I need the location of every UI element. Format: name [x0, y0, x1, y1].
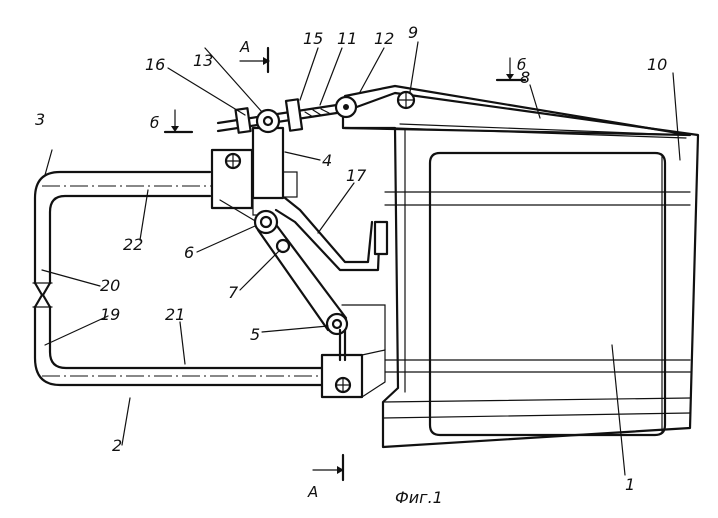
part-4-block — [251, 126, 285, 216]
label-12: 12 — [374, 29, 394, 48]
transformer-1 — [384, 151, 691, 437]
upper-arm-22 — [33, 170, 215, 285]
label-4: 4 — [322, 151, 332, 170]
lever-8 — [343, 84, 692, 137]
label-20: 20 — [100, 276, 120, 295]
label-13: 13 — [193, 51, 213, 70]
label-8: 8 — [520, 68, 530, 87]
body-housing-8-10 — [341, 91, 700, 449]
label-11: 11 — [337, 29, 357, 48]
pivot-9 — [396, 90, 416, 110]
section-a-bottom-label: А — [307, 483, 318, 501]
conductor-17 — [274, 196, 389, 272]
electrodes-19-20 — [32, 281, 53, 309]
section-b-left-label: б — [150, 114, 159, 132]
section-marker-a-top: А — [239, 38, 270, 74]
section-marker-a-bottom: А — [307, 453, 345, 501]
label-10: 10 — [647, 55, 667, 74]
section-marker-b-right: б — [495, 56, 526, 82]
label-15: 15 — [303, 29, 323, 48]
label-21: 21 — [165, 305, 185, 324]
leader-lines — [41, 41, 681, 476]
label-5: 5 — [250, 325, 260, 344]
section-a-top-label: А — [239, 38, 250, 56]
label-3: 3 — [35, 110, 45, 129]
figure-caption: Фиг.1 — [395, 488, 443, 507]
label-2: 2 — [112, 436, 122, 455]
label-22: 22 — [123, 235, 143, 254]
lower-clamp-block — [320, 304, 386, 399]
label-17: 17 — [346, 166, 367, 185]
section-marker-b-left: б — [150, 109, 194, 134]
label-19: 19 — [100, 305, 120, 324]
label-1: 1 — [625, 475, 635, 494]
label-7: 7 — [228, 283, 239, 302]
section-b-right-label: б — [517, 56, 526, 74]
label-16: 16 — [145, 55, 165, 74]
link-7 — [219, 199, 349, 336]
lower-arm-21 — [33, 305, 330, 387]
screw-11 — [216, 95, 358, 134]
label-9: 9 — [408, 23, 418, 42]
part-labels: 1 2 3 4 5 6 7 8 9 10 11 12 13 15 16 17 1… — [35, 23, 667, 494]
label-6: 6 — [184, 243, 194, 262]
